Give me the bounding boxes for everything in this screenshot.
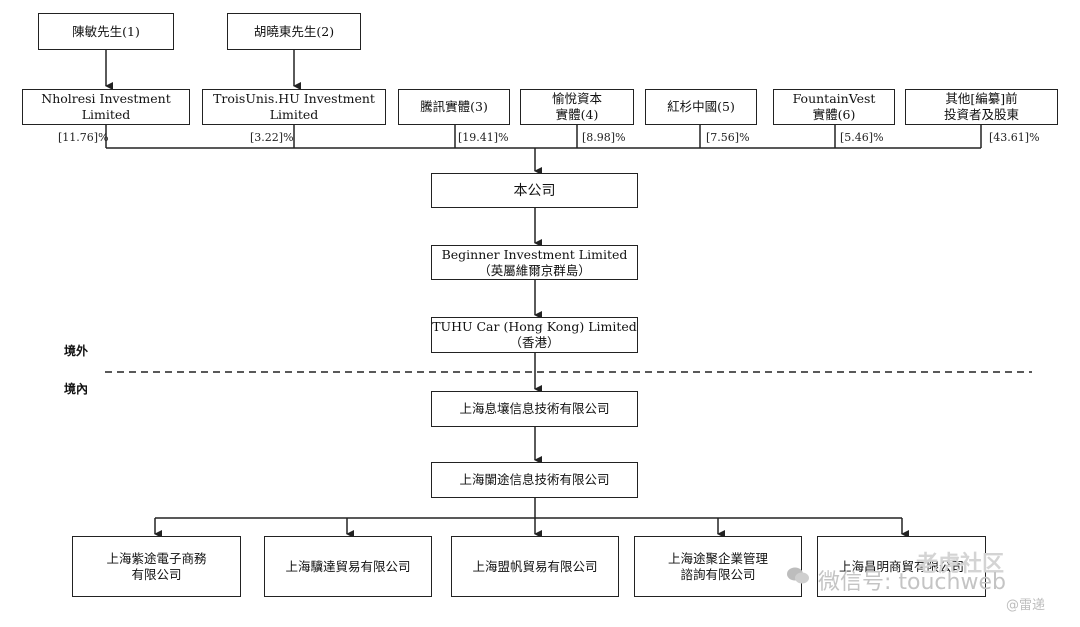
investor-fountainvest-box: FountainVest 實體(6) (773, 89, 895, 125)
watermark-wechat-id: 微信号: touchweb (818, 564, 1006, 596)
watermark-author-text: @雷递 (1006, 598, 1046, 613)
pct-nholresi: [11.76]% (58, 131, 109, 144)
investor-sequoia-box: 紅杉中國(5) (645, 89, 757, 125)
investor-troisunis-box: TroisUnis.HU Investment Limited (202, 89, 386, 125)
shareholder-hu-label: 胡曉東先生(2) (253, 23, 335, 39)
subsidiary-changming-box: 上海昌明商貿有限公司 (817, 536, 986, 597)
subsidiary-jida-label: 上海驥達貿易有限公司 (285, 558, 411, 574)
subsidiary-mengfan-box: 上海盟帆貿易有限公司 (451, 536, 619, 597)
pct-fountainvest: [5.46]% (840, 131, 884, 144)
bvi-entity-box: Beginner Investment Limited （英屬維爾京群島） (431, 245, 638, 280)
investor-fountainvest-label: FountainVest 實體(6) (792, 91, 876, 122)
wfoe-label: 上海息壤信息技術有限公司 (459, 401, 610, 416)
wfoe-box: 上海息壤信息技術有限公司 (431, 391, 638, 427)
pct-sequoia: [7.56]% (706, 131, 750, 144)
hk-entity-box: TUHU Car (Hong Kong) Limited （香港） (431, 317, 638, 353)
subsidiary-jida-box: 上海驥達貿易有限公司 (264, 536, 432, 597)
zone-onshore-label: 境內 (64, 382, 89, 396)
hk-entity-label: TUHU Car (Hong Kong) Limited （香港） (432, 319, 637, 350)
pct-joy-capital: [8.98]% (582, 131, 626, 144)
investor-sequoia-label: 紅杉中國(5) (667, 99, 735, 114)
subsidiary-zitu-box: 上海紫途電子商務 有限公司 (72, 536, 241, 597)
investor-others-box: 其他[編纂]前 投資者及股東 (905, 89, 1058, 125)
wechat-icon (786, 566, 810, 586)
pct-troisunis: [3.22]% (250, 131, 294, 144)
investor-tencent-box: 騰訊實體(3) (398, 89, 510, 125)
watermark-author: @雷递 (1006, 594, 1045, 613)
subsidiary-zitu-label: 上海紫途電子商務 有限公司 (106, 550, 207, 582)
bvi-entity-label: Beginner Investment Limited （英屬維爾京群島） (441, 246, 628, 278)
investor-joy-capital-label: 愉悅資本 實體(4) (551, 91, 602, 122)
pct-tencent: [19.41]% (458, 131, 509, 144)
investor-tencent-label: 騰訊實體(3) (420, 99, 488, 114)
pct-others: [43.61]% (989, 131, 1040, 144)
watermark-brand-text: 老虎社区 (916, 552, 1005, 577)
investor-others-label: 其他[編纂]前 投資者及股東 (943, 91, 1019, 122)
shareholder-chen-box: 陳敏先生(1) (38, 13, 174, 50)
subsidiary-mengfan-label: 上海盟帆貿易有限公司 (472, 558, 598, 574)
zone-offshore-label: 境外 (64, 344, 89, 358)
subsidiary-tuju-label: 上海途聚企業管理 諮詢有限公司 (667, 550, 768, 582)
subsidiary-changming-label: 上海昌明商貿有限公司 (838, 558, 964, 574)
watermark-brand: 老虎社区 (916, 546, 1004, 578)
investor-troisunis-label: TroisUnis.HU Investment Limited (213, 91, 375, 122)
investor-nholresi-box: Nholresi Investment Limited (22, 89, 190, 125)
investor-joy-capital-box: 愉悅資本 實體(4) (520, 89, 634, 125)
shareholder-hu-box: 胡曉東先生(2) (227, 13, 361, 50)
investor-nholresi-label: Nholresi Investment Limited (41, 91, 171, 122)
shareholder-chen-label: 陳敏先生(1) (72, 23, 140, 39)
subsidiary-tuju-box: 上海途聚企業管理 諮詢有限公司 (634, 536, 802, 597)
watermark-wechat-id-text: 微信号: touchweb (818, 570, 1006, 595)
company-label: 本公司 (513, 182, 556, 199)
opco-box: 上海闌途信息技術有限公司 (431, 462, 638, 498)
company-box: 本公司 (431, 173, 638, 208)
opco-label: 上海闌途信息技術有限公司 (459, 472, 610, 487)
